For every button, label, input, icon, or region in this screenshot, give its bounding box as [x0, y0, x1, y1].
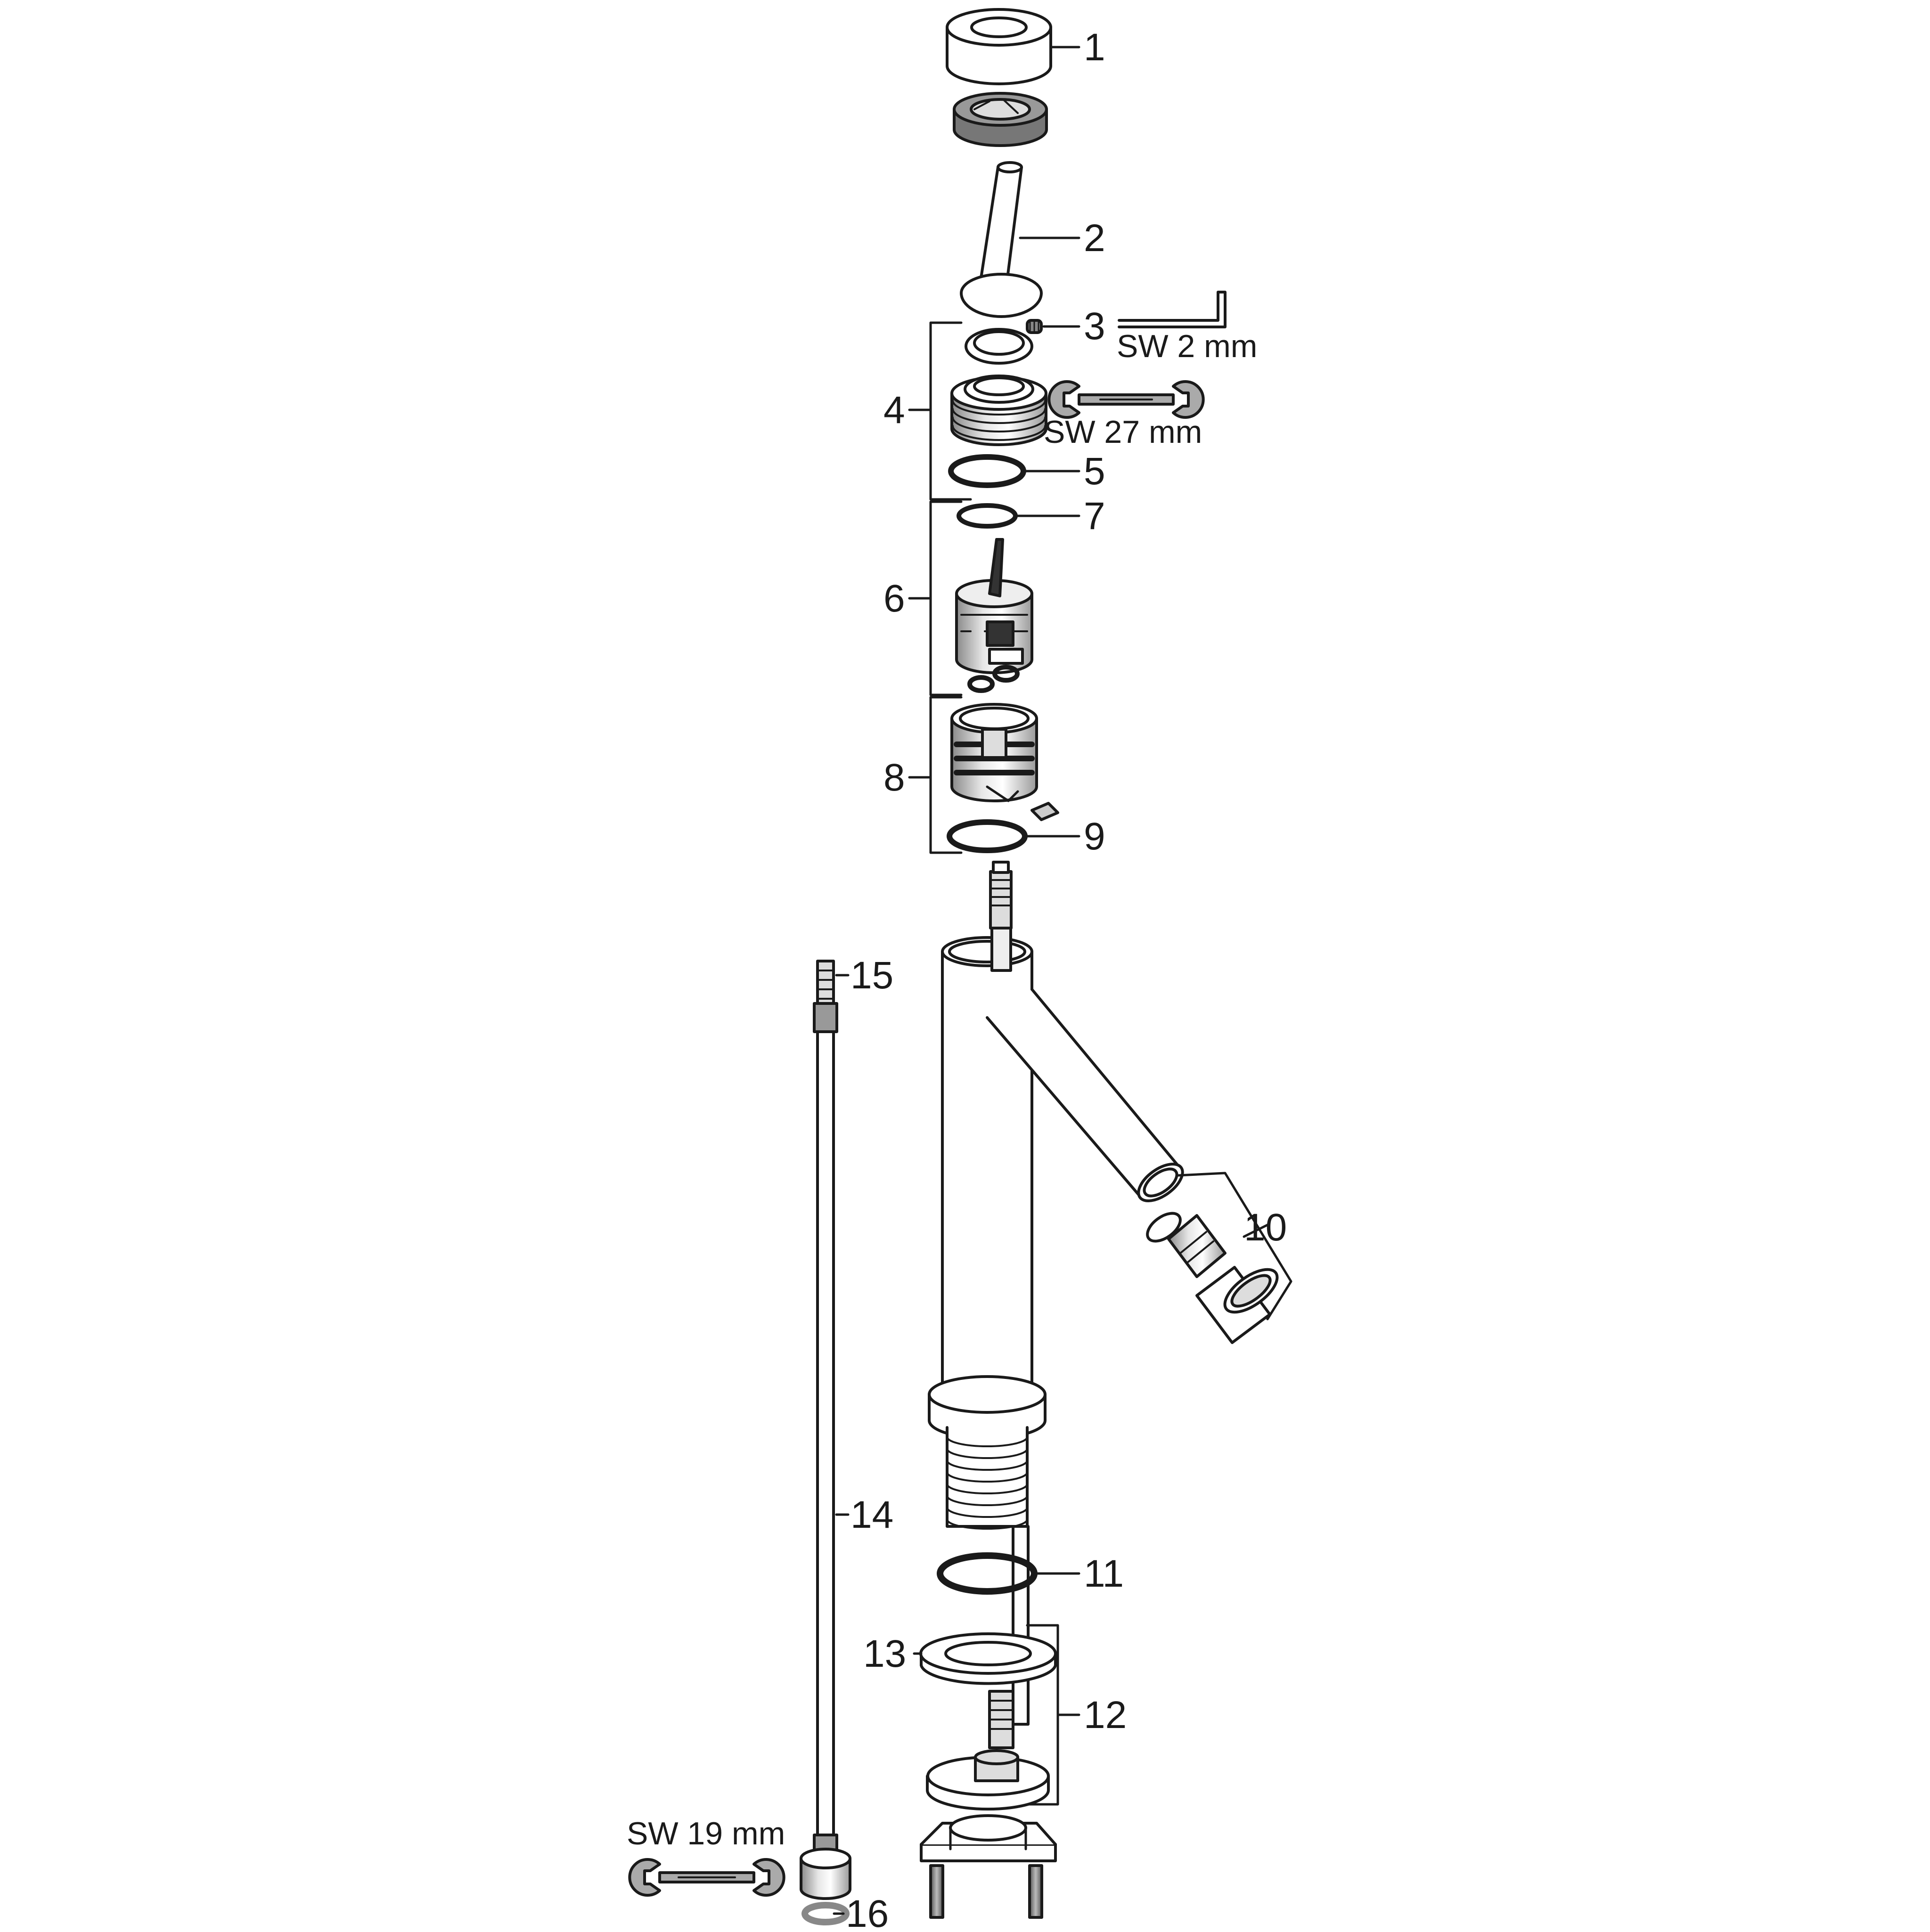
part-13-washer [919, 1632, 1057, 1685]
label-hex-key-size: SW 2 mm [1117, 328, 1257, 364]
callout-15: 15 [851, 954, 893, 997]
wrench-19mm-icon [628, 1858, 785, 1897]
part-9-o-ring [947, 819, 1028, 853]
label-wrench-27-size: SW 27 mm [1044, 414, 1202, 450]
callout-12: 12 [1084, 1694, 1127, 1736]
leader-lines [833, 46, 1292, 1915]
label-wrench-19-size: SW 19 mm [627, 1816, 785, 1851]
part-8-valve-insert [950, 703, 1038, 802]
callout-14: 14 [851, 1493, 893, 1536]
callout-7: 7 [1084, 495, 1105, 538]
inlet-nipple [989, 861, 1013, 929]
callout-11: 11 [1084, 1552, 1124, 1595]
part-9-clip [1030, 802, 1059, 821]
part-15-hose-nipple [813, 960, 838, 1033]
threaded-shank-threads [946, 1436, 1028, 1530]
fixing-nipple [988, 1690, 1014, 1749]
tap-body [928, 927, 1184, 1528]
callout-16: 16 [846, 1892, 889, 1930]
part-5-o-ring [948, 454, 1026, 488]
callout-9: 9 [1084, 815, 1105, 858]
part-1-bearing [953, 92, 1048, 147]
callout-1: 1 [1084, 26, 1105, 69]
callout-5: 5 [1084, 450, 1105, 493]
callout-13: 13 [863, 1632, 906, 1675]
part-12-fixing-nut [926, 1749, 1050, 1811]
part-6-seals [967, 665, 1020, 693]
callout-4: 4 [883, 389, 905, 432]
part-16-washer [801, 1902, 850, 1925]
part-4-threaded-nut [950, 375, 1047, 446]
hex-key-2mm-icon [1118, 291, 1227, 328]
part-14-flexible-hose [816, 1030, 835, 1839]
mounting-flange [920, 1814, 1057, 1862]
callout-3: 3 [1084, 305, 1105, 348]
callout-8: 8 [883, 756, 905, 799]
hose-nut [800, 1834, 851, 1900]
part-6-cartridge [955, 538, 1033, 674]
callout-10: 10 [1244, 1206, 1287, 1249]
part-3-grub-screw [1026, 319, 1043, 334]
part-2-lever [960, 161, 1043, 318]
fixing-screws [929, 1864, 1043, 1919]
part-1-cap [946, 8, 1052, 85]
callout-labels: 1 2 3 4 5 6 7 8 9 10 11 12 13 14 15 16 S… [627, 26, 1287, 1932]
wrench-27mm-icon [1047, 380, 1205, 419]
callout-2: 2 [1084, 217, 1105, 260]
part-4-ring [965, 328, 1033, 365]
part-7-o-ring [957, 503, 1018, 529]
callout-6: 6 [883, 577, 905, 620]
